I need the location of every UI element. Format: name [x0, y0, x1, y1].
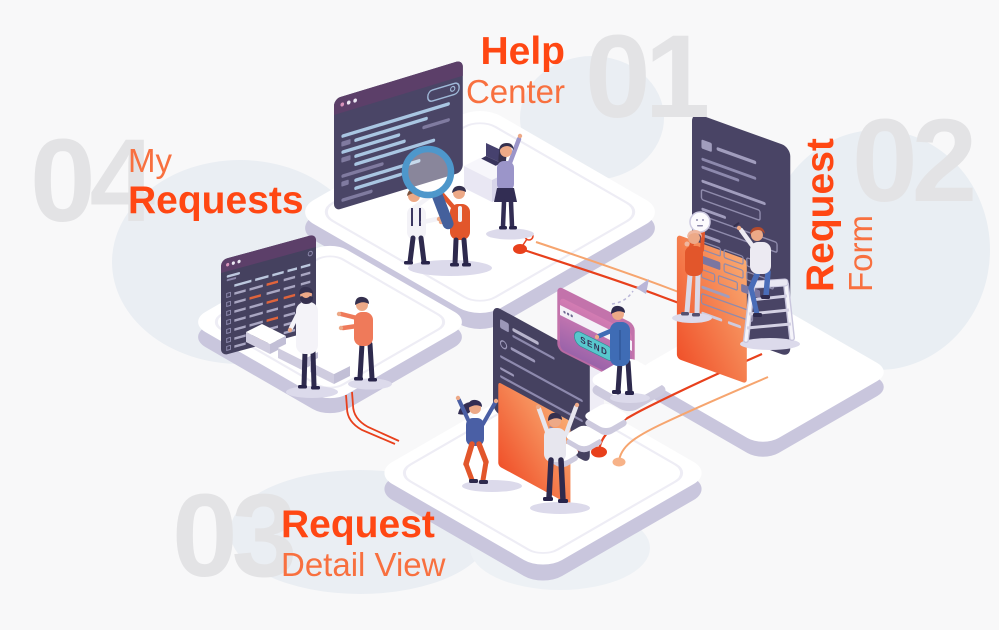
- step-label-help-center: Help Center: [420, 30, 565, 111]
- iso-blocks: [246, 324, 350, 384]
- step-number-01: 01: [585, 11, 710, 143]
- shadow: [286, 386, 338, 398]
- shadow: [462, 480, 522, 492]
- person-send-man: [594, 305, 634, 395]
- window-control-dots-icon: [340, 98, 358, 107]
- step-label-my-requests: My Requests: [128, 142, 304, 222]
- step-label-01-line1: Help: [480, 30, 565, 73]
- laptop-icon: [486, 143, 501, 163]
- help-center-screen: [334, 61, 463, 210]
- search-bar-icon: [427, 82, 460, 103]
- step-label-03-line2: Detail View: [281, 546, 446, 584]
- step-label-02-line2: Form: [842, 215, 880, 292]
- shadow: [348, 378, 392, 390]
- shadow: [672, 313, 712, 323]
- step-number-04: 04: [30, 115, 155, 247]
- person-pointing-woman: [494, 133, 523, 230]
- clock-disc-icon: [689, 211, 711, 233]
- person-ladder-man: [733, 222, 771, 317]
- detail-fields: [499, 319, 583, 423]
- paper-plane-arrow-icon: [611, 279, 649, 305]
- step-number-02: 02: [852, 95, 977, 227]
- person-doctor: [287, 286, 320, 390]
- person-cheering-man: [535, 402, 580, 503]
- shadow: [740, 338, 800, 350]
- step-number-03: 03: [172, 470, 297, 602]
- person-suspenders-man: [404, 188, 442, 265]
- magnifier-icon: [401, 145, 455, 230]
- step-label-03-line1: Request: [281, 503, 435, 546]
- step-label-04-line1: My: [128, 142, 172, 179]
- shadow: [408, 260, 492, 276]
- step-label-02-line1: Request: [799, 138, 842, 292]
- shadow: [486, 228, 534, 240]
- table-settings-icon: [307, 250, 313, 257]
- window-control-dots-icon: [563, 310, 573, 318]
- window-control-dots-icon: [226, 259, 241, 267]
- person-coral-shirt-man: [336, 296, 377, 382]
- avatar-icon: [499, 340, 508, 350]
- pen-icon: [733, 222, 740, 228]
- step-label-01-line2: Center: [465, 73, 565, 111]
- step-label-04-line2: Requests: [128, 178, 304, 222]
- background-blobs: [112, 56, 990, 594]
- wire-requests-to-detail: [345, 391, 400, 445]
- ladder: [743, 278, 795, 343]
- shadow: [530, 502, 590, 514]
- person-disc-woman: [681, 211, 711, 317]
- step-label-request-form: Request Form: [799, 120, 880, 292]
- person-dancing-woman: [455, 395, 499, 484]
- shadow: [610, 393, 650, 403]
- step-label-request-detail-view: Request Detail View: [281, 503, 446, 584]
